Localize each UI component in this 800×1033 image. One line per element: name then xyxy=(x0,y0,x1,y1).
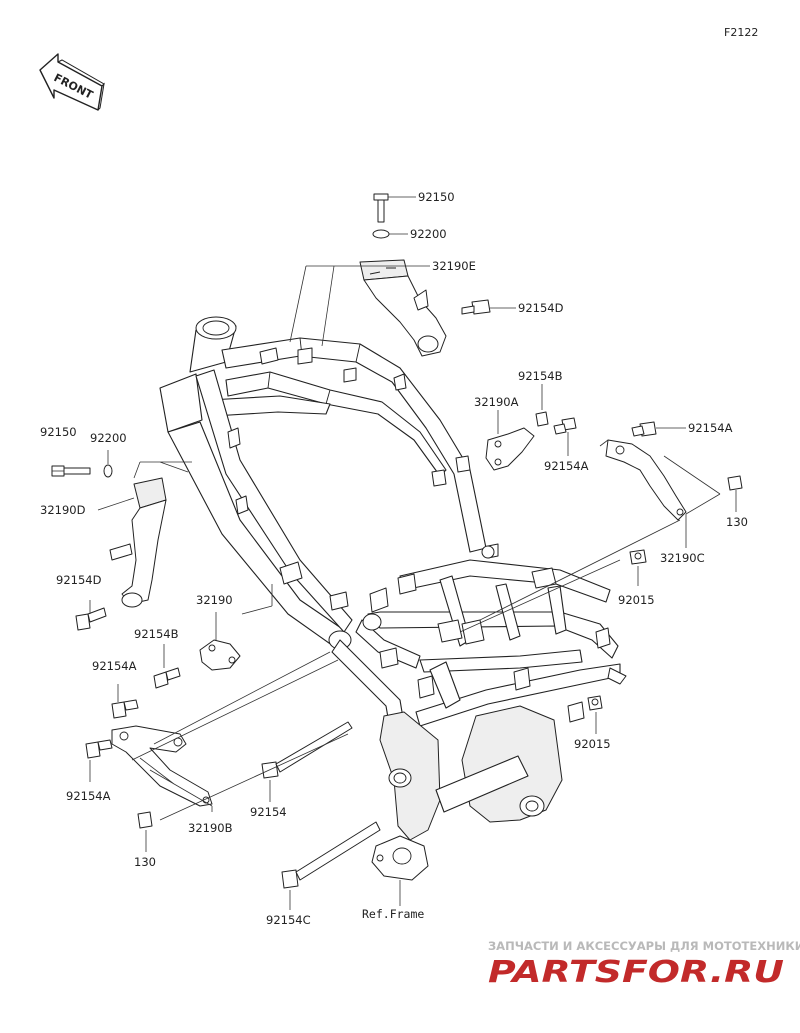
bolt-92154A-mid xyxy=(553,417,577,435)
callout-92154A-left: 92154A xyxy=(92,659,137,673)
callout-92154B-left: 92154B xyxy=(134,627,179,641)
bracket-32190D xyxy=(109,477,167,608)
callout-130-bottom: 130 xyxy=(134,855,156,869)
callout-92015-lower: 92015 xyxy=(574,737,611,751)
callout-92200-top: 92200 xyxy=(410,227,447,241)
callout-92150-top: 92150 xyxy=(418,190,455,204)
callout-130-right: 130 xyxy=(726,515,748,529)
watermark-brand: PARTSFOR.RU xyxy=(488,955,784,990)
front-lower-mount xyxy=(371,835,429,881)
callout-32190D: 32190D xyxy=(40,503,86,517)
ref-frame-label: Ref.Frame xyxy=(362,907,424,921)
bracket-32190A xyxy=(485,427,535,471)
watermark: ЗАПЧАСТИ И АКСЕССУАРЫ ДЛЯ МОТОТЕХНИКИ PA… xyxy=(488,939,800,990)
top-bolt-92150 xyxy=(373,193,389,223)
callout-32190: 32190 xyxy=(196,593,233,607)
callout-92154D-top: 92154D xyxy=(518,301,564,315)
callout-32190A: 32190A xyxy=(474,395,519,409)
callout-92154B-top: 92154B xyxy=(518,369,563,383)
down-tube-left xyxy=(167,421,345,649)
callout-92150-left: 92150 xyxy=(40,425,77,439)
bolt-92154A-left xyxy=(111,699,139,719)
callout-92015-upper: 92015 xyxy=(618,593,655,607)
bolt-92154A-lower xyxy=(85,739,113,759)
callout-92154A-lower: 92154A xyxy=(66,789,111,803)
callout-32190C: 32190C xyxy=(660,551,705,565)
nut-92015-lower xyxy=(587,695,603,711)
bolt-92154B-right xyxy=(535,411,549,427)
callout-32190B: 32190B xyxy=(188,821,233,835)
top-bracket-32190E xyxy=(359,259,447,357)
callout-92154A-right: 92154A xyxy=(688,421,733,435)
cross-member-upper xyxy=(399,559,611,603)
watermark-tagline: ЗАПЧАСТИ И АКСЕССУАРЫ ДЛЯ МОТОТЕХНИКИ xyxy=(488,939,800,953)
nut-92015-upper xyxy=(629,549,647,565)
nut-130-right xyxy=(727,475,743,491)
top-bolt-92154D xyxy=(461,299,491,315)
frame-tabs xyxy=(227,347,627,723)
front-arrow-icon: FRONT xyxy=(39,53,105,111)
bracket-32190 xyxy=(199,639,241,671)
bolt-92154A-right xyxy=(631,421,657,437)
callout-92200-left: 92200 xyxy=(90,431,127,445)
figure-code: F2122 xyxy=(724,26,758,39)
callout-labels: 92150 92200 32190E 92154D 92154B 32190A … xyxy=(40,190,748,927)
bracket-32190C xyxy=(605,439,687,521)
long-bolt-92154 xyxy=(261,721,353,779)
leader-lines xyxy=(52,196,737,910)
callout-92154A-mid: 92154A xyxy=(544,459,589,473)
top-washer-92200 xyxy=(372,229,390,239)
bolt-92154B-left xyxy=(153,667,181,689)
bracket-32190B xyxy=(111,725,213,807)
callout-92154: 92154 xyxy=(250,805,287,819)
nut-130-bottom xyxy=(137,811,153,829)
callout-32190E: 32190E xyxy=(432,259,476,273)
washer-92200-left xyxy=(103,464,113,478)
callout-92154C: 92154C xyxy=(266,913,311,927)
callout-92154D-left: 92154D xyxy=(56,573,102,587)
long-bolt-92154C xyxy=(281,821,381,889)
bolt-92154D-left xyxy=(75,607,107,631)
motorcycle-frame xyxy=(159,316,627,881)
top-tube xyxy=(221,337,487,553)
